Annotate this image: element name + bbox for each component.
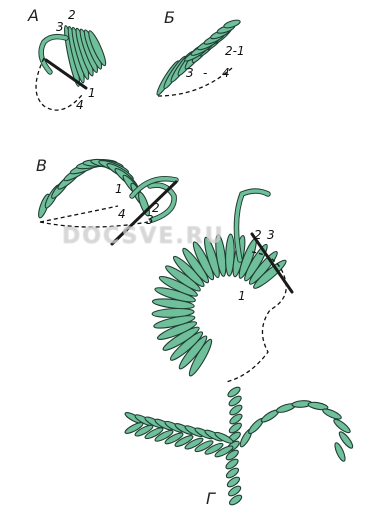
figure-b-dash: - [203, 66, 207, 80]
figure-g-letter: Г [206, 489, 215, 508]
figure-v-letter: В [36, 156, 47, 175]
figure-a-num-4: 4 [76, 98, 84, 112]
figure-v-num-4: 4 [118, 207, 126, 221]
figure-g-curl-stitch [333, 442, 347, 463]
figure-a-letter: А [28, 6, 39, 25]
stitch-layer [36, 19, 354, 507]
figure-g-num-3: 3 [267, 228, 275, 242]
watermark-text: DOCSVE.RU [62, 224, 225, 249]
figure-v-dashed-outline-upper [40, 206, 118, 222]
figure-b-num-3: 3 [186, 66, 194, 80]
figure-g-num-2: 2 [254, 228, 262, 242]
figure-a-num-1: 1 [88, 86, 96, 100]
figure-a-num-3: 3 [56, 20, 64, 34]
figure-v-num-1: 1 [115, 182, 123, 196]
figure-g-curl-stitch [322, 407, 343, 421]
figure-g-num-1: 1 [238, 289, 246, 303]
figure-b-letter: Б [164, 8, 175, 27]
figure-a-num-2: 2 [68, 8, 76, 22]
figure-b-num-2-1: 2-1 [225, 44, 245, 58]
figure-b-num-4: 4 [222, 66, 230, 80]
